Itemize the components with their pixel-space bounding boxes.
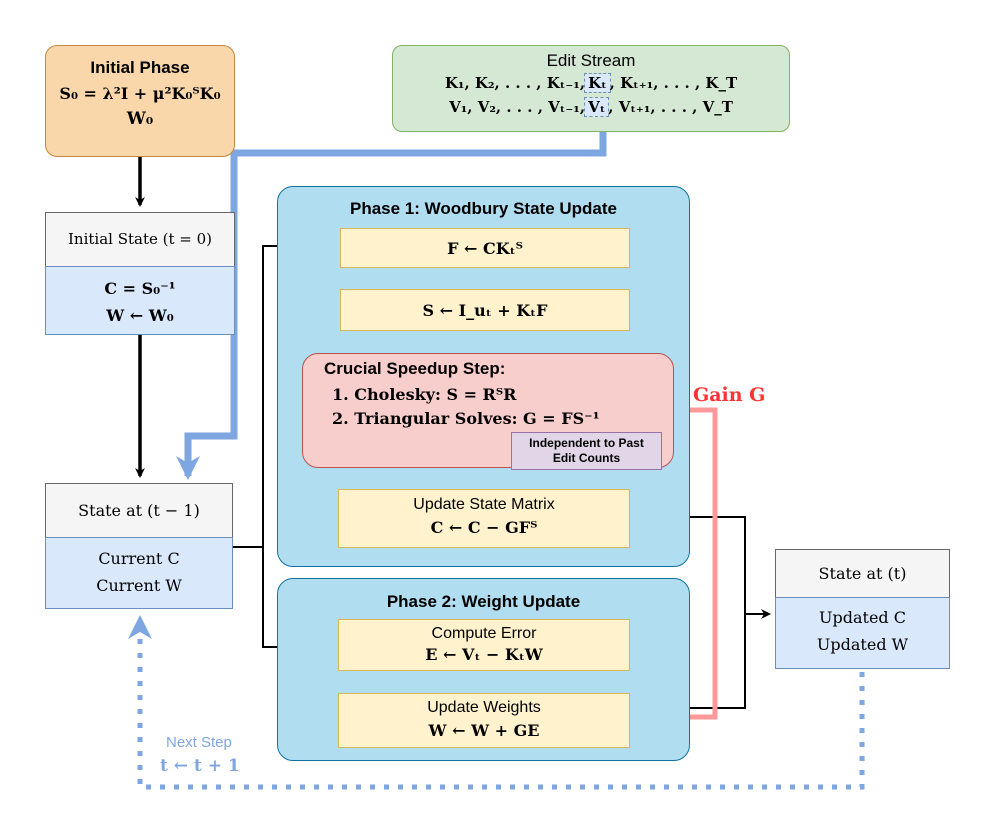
prev-state-body: Current C Current W bbox=[45, 537, 233, 609]
phase1-step-f: F ← CKₜᵀ bbox=[340, 228, 630, 268]
update-weights-eq: W ← W + GE bbox=[428, 721, 540, 740]
phase2-title: Phase 2: Weight Update bbox=[386, 592, 581, 611]
crucial-step-title: Crucial Speedup Step: bbox=[324, 359, 506, 378]
prev-state-c: Current C bbox=[98, 549, 180, 568]
initial-phase-w0: W₀ bbox=[126, 109, 154, 129]
update-weights-title: Update Weights bbox=[427, 699, 541, 716]
phase1-title: Phase 1: Woodbury State Update bbox=[349, 199, 617, 218]
initial-phase-equation: S₀ = λ²I + μ²K₀ᵀK₀ bbox=[59, 84, 221, 103]
arrow-next-step bbox=[128, 615, 865, 790]
keys-before: K₁, K₂, . . . , Kₜ₋₁, bbox=[444, 74, 586, 92]
values-before: V₁, V₂, . . . , Vₜ₋₁, bbox=[449, 98, 586, 116]
next-state-header: State at (t) bbox=[775, 549, 950, 598]
independence-note: Independent to Past Edit Counts bbox=[511, 432, 662, 470]
phase2-compute-error: Compute Error E ← Vₜ − KₜW bbox=[338, 619, 630, 671]
crucial-step-cholesky: 1. Cholesky: S = RᵀR bbox=[332, 385, 517, 404]
gain-label: Gain G bbox=[693, 384, 766, 406]
phase1-step-s: S ← I_uₜ + KₜF bbox=[340, 289, 630, 331]
phase1-step-f-eq: F ← CKₜᵀ bbox=[447, 239, 523, 258]
edit-stream-box: Edit Stream K₁, K₂, . . . , Kₜ₋₁,Kₜ, Kₜ₊… bbox=[392, 45, 790, 132]
next-state-c: Updated C bbox=[819, 608, 906, 627]
compute-error-title: Compute Error bbox=[431, 625, 537, 642]
phase2-update-weights: Update Weights W ← W + GE bbox=[338, 693, 630, 748]
phase1-step-s-eq: S ← I_uₜ + KₜF bbox=[422, 301, 548, 320]
prev-state-header: State at (t − 1) bbox=[45, 483, 233, 538]
value-current: Vₜ bbox=[584, 97, 610, 117]
edit-stream-keys: K₁, K₂, . . . , Kₜ₋₁,Kₜ, Kₜ₊₁, . . . , K… bbox=[393, 73, 789, 93]
prev-state-w: Current W bbox=[96, 576, 182, 595]
initial-state-header-label: Initial State (t = 0) bbox=[67, 230, 213, 248]
initial-state-w: W ← W₀ bbox=[106, 306, 174, 325]
update-state-title: Update State Matrix bbox=[413, 496, 555, 513]
phase1-update-state: Update State Matrix C ← C − GFᵀ bbox=[338, 489, 630, 548]
next-state-body: Updated C Updated W bbox=[775, 597, 950, 669]
initial-phase-title: Initial Phase bbox=[90, 58, 190, 77]
prev-state-header-label: State at (t − 1) bbox=[78, 501, 200, 520]
keys-after: , Kₜ₊₁, . . . , K_T bbox=[609, 74, 738, 92]
next-state-w: Updated W bbox=[816, 635, 909, 654]
initial-state-body: C = S₀⁻¹ W ← W₀ bbox=[45, 266, 235, 335]
crucial-step-solves: 2. Triangular Solves: G = FS⁻¹ bbox=[332, 409, 600, 428]
initial-state-c: C = S₀⁻¹ bbox=[104, 279, 176, 298]
independence-note-text: Independent to Past Edit Counts bbox=[529, 436, 644, 465]
next-step-eq: t ← t + 1 bbox=[160, 756, 240, 776]
next-state-header-label: State at (t) bbox=[818, 564, 907, 583]
edit-stream-values: V₁, V₂, . . . , Vₜ₋₁,Vₜ, Vₜ₊₁, . . . , V… bbox=[393, 97, 789, 117]
update-state-eq: C ← C − GFᵀ bbox=[430, 518, 538, 537]
initial-state-header: Initial State (t = 0) bbox=[45, 212, 235, 267]
next-step-label: Next Step bbox=[166, 734, 232, 751]
initial-phase-box: Initial Phase S₀ = λ²I + μ²K₀ᵀK₀ W₀ bbox=[45, 45, 235, 157]
compute-error-eq: E ← Vₜ − KₜW bbox=[425, 645, 543, 664]
key-current: Kₜ bbox=[584, 73, 611, 93]
values-after: , Vₜ₊₁, . . . , V_T bbox=[608, 98, 733, 116]
edit-stream-title: Edit Stream bbox=[546, 51, 636, 70]
